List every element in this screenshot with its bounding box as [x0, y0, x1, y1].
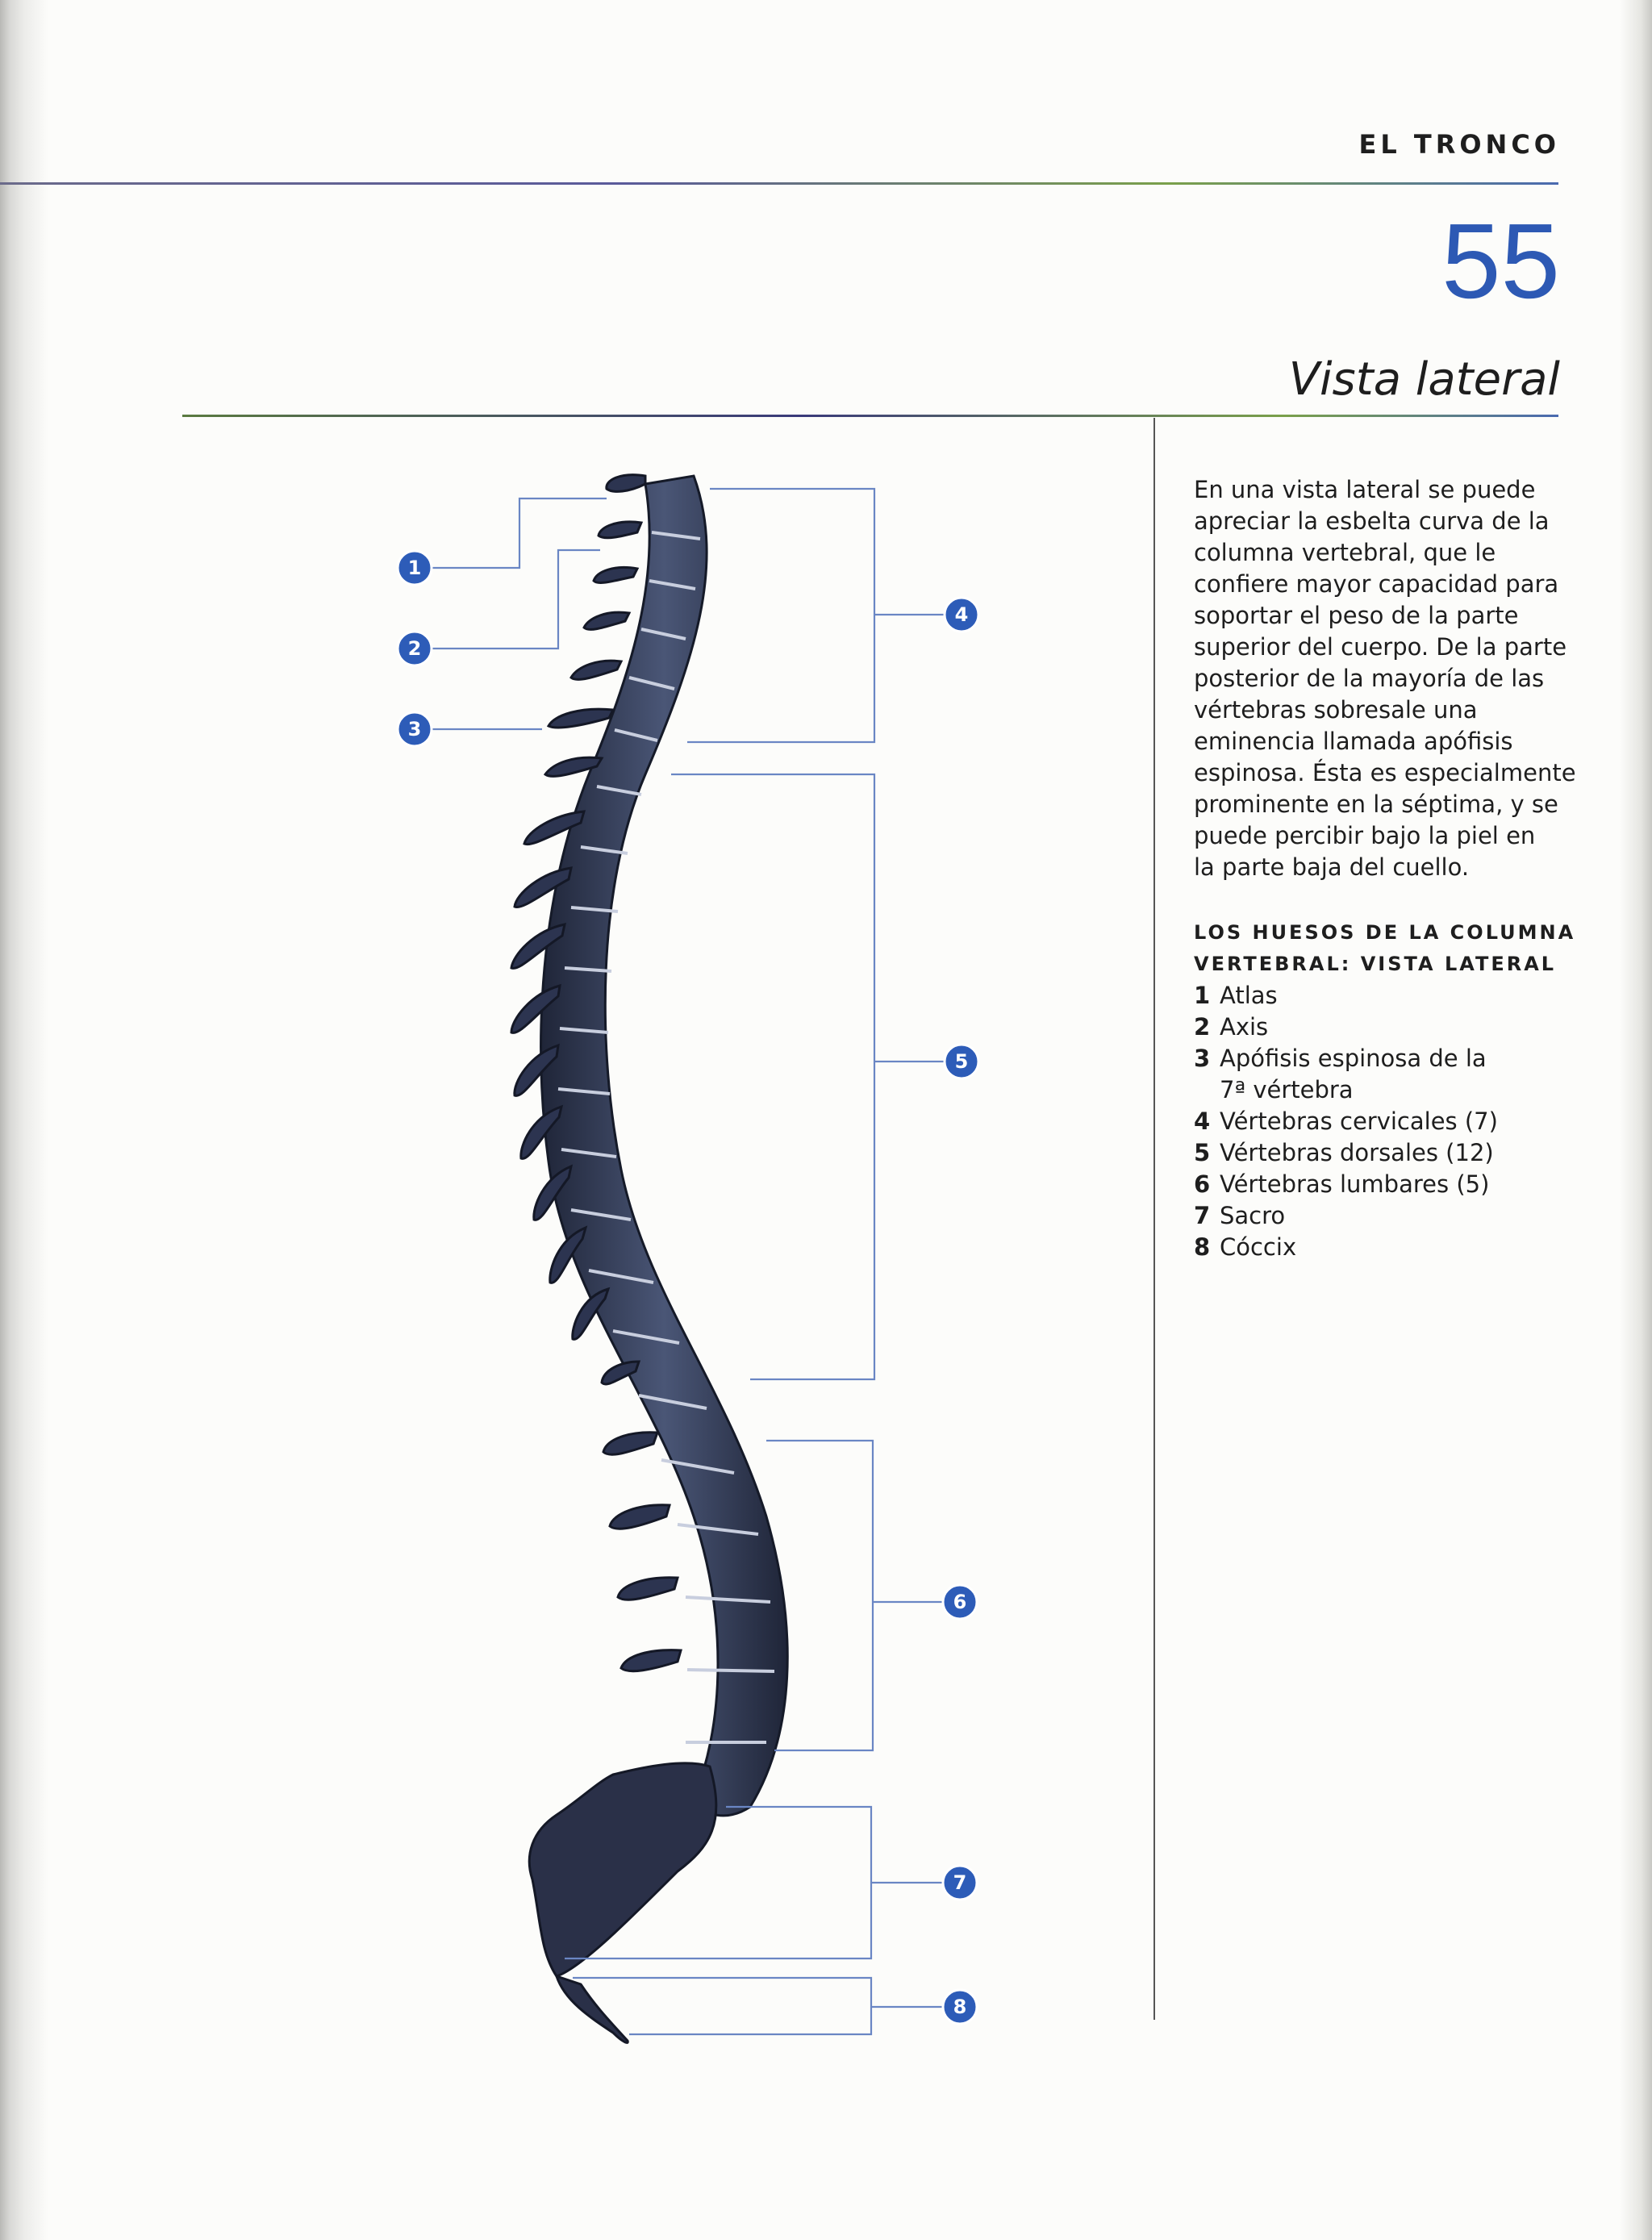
legend-item: 6 Vértebras lumbares (5) — [1194, 1169, 1565, 1200]
legend-number: 5 — [1194, 1139, 1211, 1166]
legend-number: 2 — [1194, 1013, 1211, 1041]
legend-number: 4 — [1194, 1107, 1211, 1135]
intro-line: puede percibir bajo la piel en — [1194, 822, 1536, 849]
callout-5: 5 — [943, 1043, 980, 1080]
legend-item: 7 Sacro — [1194, 1200, 1565, 1232]
page-edge-shadow — [1620, 0, 1652, 2240]
legend-label: Vértebras lumbares (5) — [1220, 1170, 1490, 1198]
legend-label: Axis — [1220, 1013, 1269, 1041]
svg-text:8: 8 — [953, 1996, 967, 2018]
intro-line: En una vista lateral se puede — [1194, 476, 1536, 503]
legend-number: 1 — [1194, 982, 1211, 1009]
intro-line: superior del cuerpo. De la parte — [1194, 633, 1567, 661]
legend-title: LOS HUESOS DE LA COLUMNA VERTEBRAL: VIST… — [1194, 917, 1576, 980]
leader-lines — [431, 487, 944, 2036]
callout-4: 4 — [943, 596, 980, 633]
svg-text:4: 4 — [955, 603, 969, 626]
coccyx-shape — [554, 1974, 629, 2044]
page-gutter-shadow — [0, 0, 48, 2240]
callout-3: 3 — [396, 711, 433, 748]
svg-text:7: 7 — [953, 1871, 967, 1894]
intro-line: confiere mayor capacidad para — [1194, 570, 1559, 598]
legend-number: 7 — [1194, 1202, 1211, 1229]
legend-item: 3 Apófisis espinosa de la — [1194, 1043, 1565, 1074]
intro-line: vértebras sobresale una — [1194, 696, 1478, 724]
intervertebral-discs — [557, 531, 775, 1744]
legend-item: 1 Atlas — [1194, 980, 1565, 1012]
column-divider — [1153, 418, 1155, 2020]
intro-line: prominente en la séptima, y se — [1194, 790, 1558, 818]
top-rule — [0, 182, 1558, 185]
legend-label: Apófisis espinosa de la — [1220, 1045, 1487, 1072]
legend-label: Sacro — [1220, 1202, 1286, 1229]
intro-line: eminencia llamada apófisis — [1194, 728, 1513, 755]
intro-line: posterior de la mayoría de las — [1194, 665, 1545, 692]
callout-2: 2 — [396, 630, 433, 667]
legend-number: 6 — [1194, 1170, 1211, 1198]
legend-label: Cóccix — [1220, 1233, 1297, 1261]
intro-line: soportar el peso de la parte — [1194, 602, 1519, 629]
legend-label-continued: 7ª vértebra — [1220, 1076, 1354, 1103]
legend-title-line: LOS HUESOS DE LA COLUMNA — [1194, 921, 1576, 944]
svg-text:3: 3 — [408, 718, 422, 740]
page-subtitle: Vista lateral — [1288, 353, 1560, 406]
legend-list: 1 Atlas 2 Axis 3 Apófisis espinosa de la 7ª… — [1194, 980, 1565, 1263]
svg-text:1: 1 — [408, 557, 422, 579]
intro-line: espinosa. Ésta es especialmente — [1194, 759, 1576, 786]
intro-line: la parte baja del cuello. — [1194, 853, 1470, 881]
section-header: EL TRONCO — [1358, 129, 1560, 160]
page-number: 55 — [1441, 202, 1560, 320]
spinous-processes — [510, 473, 682, 1673]
intro-line: apreciar la esbelta curva de la — [1194, 507, 1550, 535]
callout-6: 6 — [941, 1583, 978, 1621]
intro-paragraph: En una vista lateral se puede apreciar l… — [1194, 474, 1576, 883]
legend-number: 8 — [1194, 1233, 1211, 1261]
svg-text:6: 6 — [953, 1591, 967, 1613]
svg-text:2: 2 — [408, 637, 422, 660]
legend-item: 4 Vértebras cervicales (7) — [1194, 1106, 1565, 1137]
legend-label: Vértebras cervicales (7) — [1220, 1107, 1498, 1135]
callout-7: 7 — [941, 1864, 978, 1901]
text-column: En una vista lateral se puede apreciar l… — [1194, 474, 1576, 1263]
spine-illustration — [510, 473, 789, 2044]
legend-item: 5 Vértebras dorsales (12) — [1194, 1137, 1565, 1169]
legend-label: Atlas — [1220, 982, 1278, 1009]
legend-label: Vértebras dorsales (12) — [1220, 1139, 1494, 1166]
svg-text:5: 5 — [955, 1050, 969, 1073]
intro-line: columna vertebral, que le — [1194, 539, 1496, 566]
legend-number: 3 — [1194, 1045, 1211, 1072]
legend-item: 2 Axis — [1194, 1012, 1565, 1043]
subtitle-rule — [182, 415, 1558, 417]
legend-title-line: VERTEBRAL: VISTA LATERAL — [1194, 953, 1557, 975]
callout-8: 8 — [941, 1988, 978, 2025]
legend-item: 8 Cóccix — [1194, 1232, 1565, 1263]
callout-1: 1 — [396, 549, 433, 586]
sacrum-shape — [528, 1762, 718, 1978]
